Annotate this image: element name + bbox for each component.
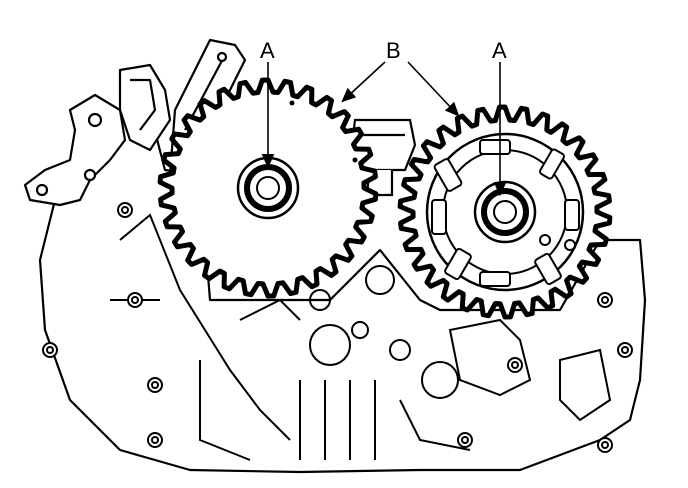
- block-bolts: [42, 202, 633, 453]
- arrow-b-left: [341, 61, 386, 103]
- block-details: [110, 213, 612, 461]
- callouts: [261, 61, 507, 197]
- arrow-b-right: [407, 61, 460, 117]
- label-a-right: A: [492, 38, 507, 63]
- left-camshaft-sprocket: [157, 77, 379, 299]
- right-camshaft-sprocket: [397, 104, 613, 320]
- label-a-left: A: [260, 38, 275, 63]
- label-b: B: [386, 38, 401, 63]
